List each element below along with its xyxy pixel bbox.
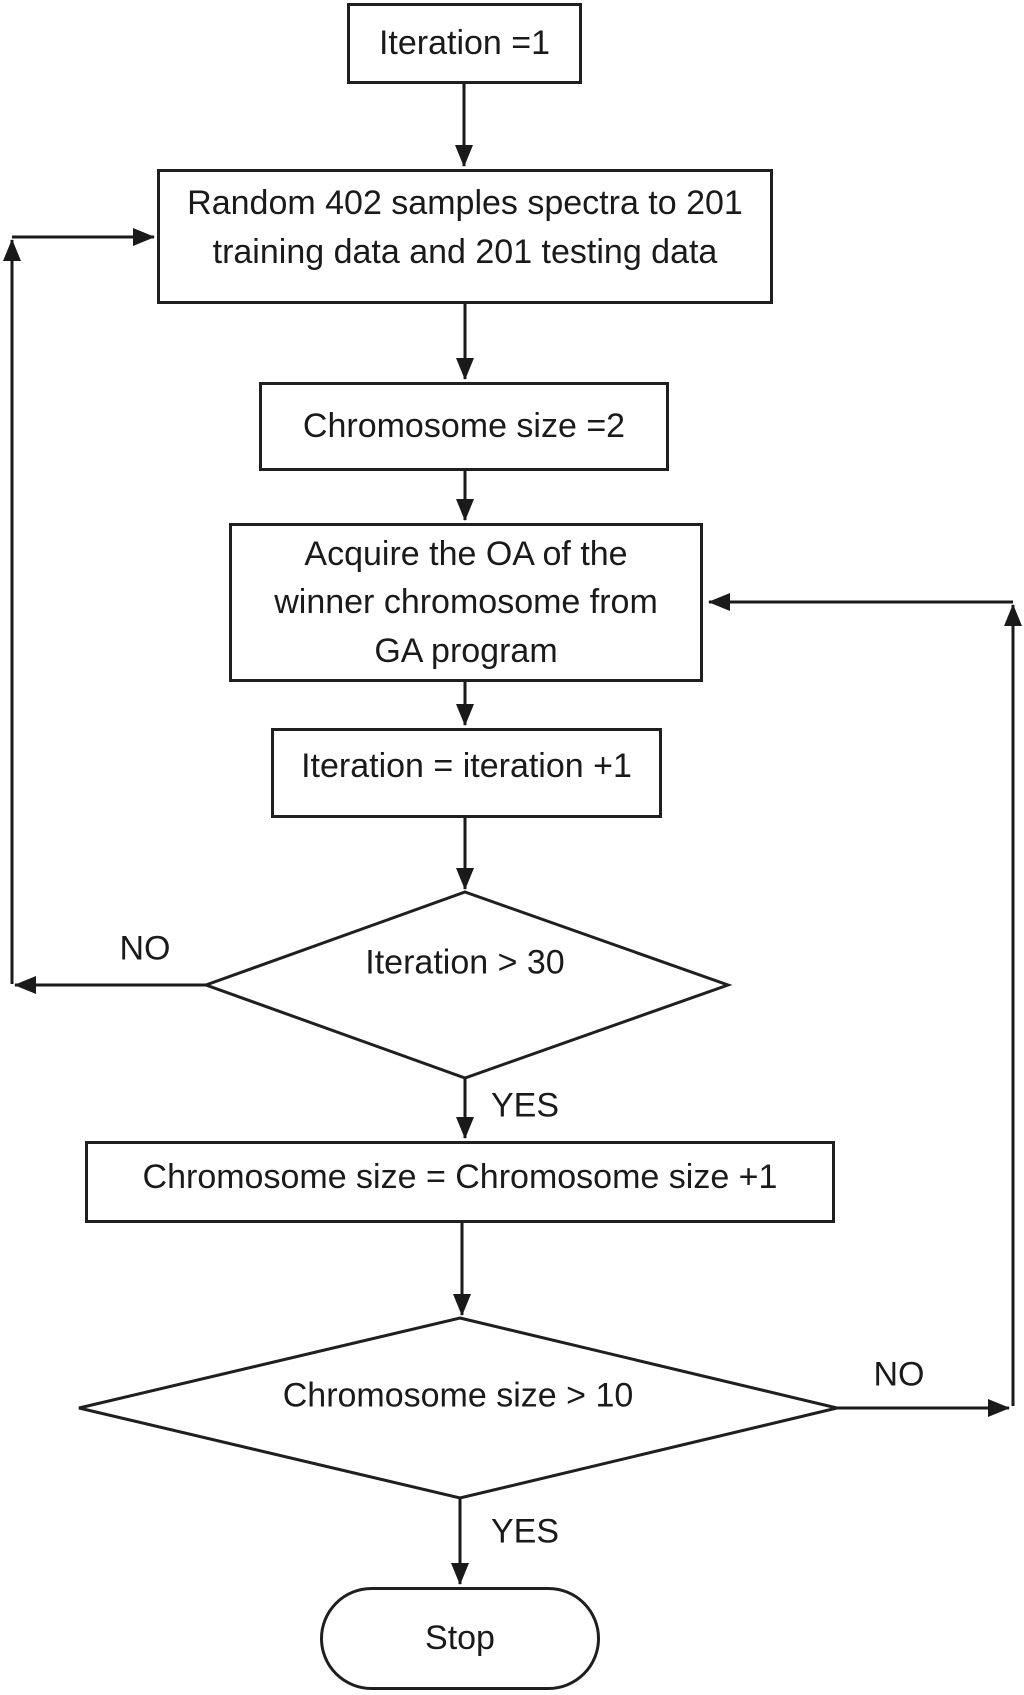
- process-random-split: Random 402 samples spectra to 201 traini…: [157, 169, 773, 304]
- process-iteration-init-label: Iteration =1: [378, 24, 551, 63]
- process-chromosome-increment: Chromosome size = Chromosome size +1: [85, 1141, 835, 1223]
- process-iteration-increment: Iteration = iteration +1: [271, 728, 662, 818]
- process-acquire-oa: Acquire the OA of the winner chromosome …: [229, 523, 703, 682]
- decision-iteration-diamond: [201, 890, 733, 1080]
- decision-chromosome-label: Chromosome size > 10: [282, 1376, 634, 1415]
- edge-label-iteration-yes: YES: [490, 1086, 560, 1125]
- process-acquire-oa-line2: winner chromosome from: [274, 583, 658, 622]
- edge-label-iteration-no: NO: [119, 929, 171, 968]
- process-random-split-line2: training data and 201 testing data: [212, 232, 718, 271]
- process-iteration-increment-label: Iteration = iteration +1: [301, 746, 632, 785]
- process-random-split-line1: Random 402 samples spectra to 201: [187, 184, 743, 223]
- process-acquire-oa-line3: GA program: [374, 631, 558, 670]
- process-chromosome-init-label: Chromosome size =2: [302, 407, 626, 446]
- terminator-stop-label: Stop: [425, 1619, 495, 1658]
- terminator-stop: Stop: [320, 1587, 600, 1690]
- edge-label-chromosome-no: NO: [873, 1355, 925, 1394]
- process-acquire-oa-line1: Acquire the OA of the: [304, 535, 628, 574]
- decision-iteration-label: Iteration > 30: [365, 943, 565, 982]
- process-chromosome-increment-label: Chromosome size = Chromosome size +1: [142, 1157, 778, 1196]
- process-chromosome-init: Chromosome size =2: [259, 382, 669, 471]
- process-iteration-init: Iteration =1: [347, 3, 582, 84]
- edge-label-chromosome-yes: YES: [490, 1512, 560, 1551]
